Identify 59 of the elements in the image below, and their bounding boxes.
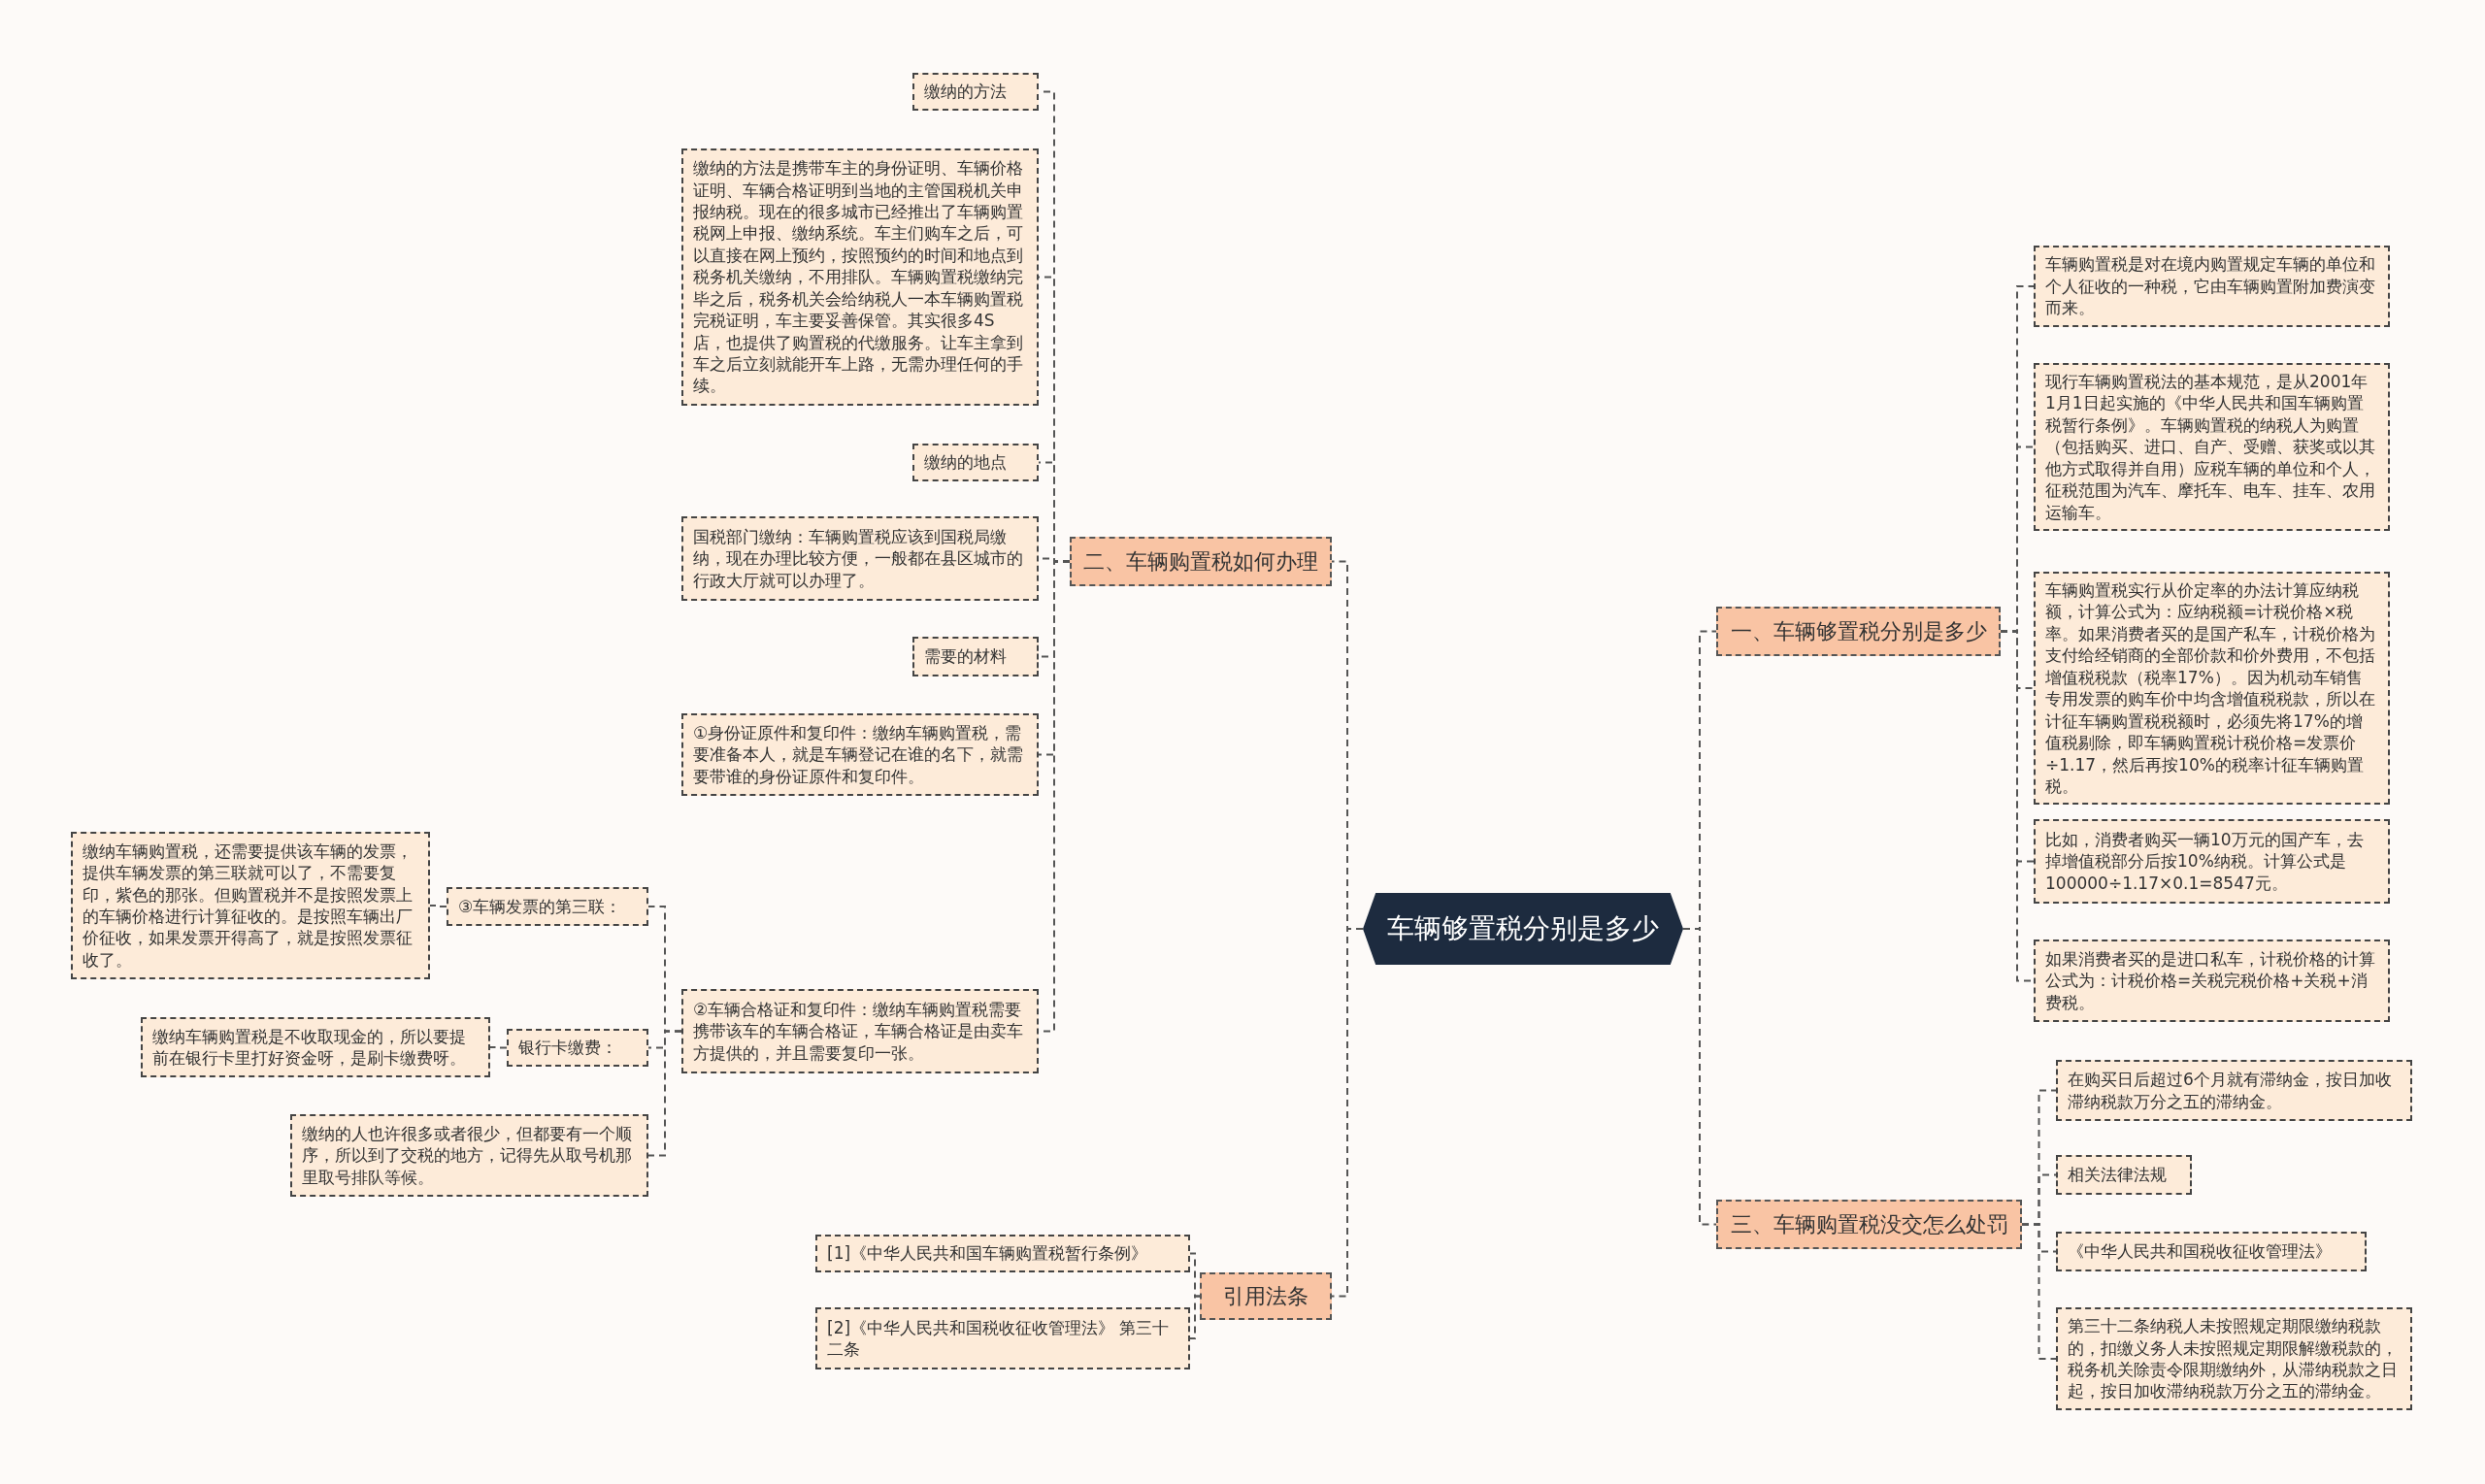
topic-box bbox=[71, 832, 430, 979]
topic-box bbox=[681, 989, 1039, 1073]
topic-text: 比如，消费者购买一辆10万元的国产车，去掉增值税部分后按10%纳税。计算公式是100000÷1.17×0.1=8547元。 bbox=[2045, 828, 2365, 895]
topic-text: 一、车辆够置税分别是多少 bbox=[1730, 617, 1987, 645]
topic-text: 缴纳车辆购置税，还需要提供该车辆的发票，提供车辆发票的第三联就可以了，不需要复印，紫色的那张。但购置税并不是按照发票上的车辆价格进行计算征收的。是按照车辆出厂价征收，如果发票开得高了，就是按照发票征收了。 bbox=[83, 840, 414, 972]
branch-topic-box bbox=[1070, 537, 1332, 586]
topic-box bbox=[2034, 940, 2390, 1022]
topic-box bbox=[2034, 246, 2390, 327]
topic-box bbox=[912, 444, 1039, 481]
connector-line bbox=[647, 1030, 682, 1157]
topic-box bbox=[447, 887, 648, 926]
topic-box bbox=[141, 1017, 490, 1077]
topic-box bbox=[2056, 1307, 2412, 1410]
topic-text: 缴纳的人也许很多或者很少，但都要有一个顺序，所以到了交税的地方，记得先从取号机那里取号排队等候。 bbox=[302, 1122, 633, 1189]
topic-box bbox=[815, 1307, 1190, 1369]
topic-box bbox=[290, 1114, 648, 1197]
branch-topic-box bbox=[1716, 607, 2001, 656]
topic-text: 车辆购置税是对在境内购置规定车辆的单位和个人征收的一种税，它由车辆购置附加费演变而来。 bbox=[2045, 253, 2376, 319]
topic-text: 引用法条 bbox=[1223, 1282, 1309, 1310]
topic-box bbox=[815, 1235, 1190, 1272]
branch-topic-box bbox=[1200, 1272, 1332, 1320]
topic-box bbox=[912, 637, 1039, 676]
topic-text: 缴纳的方法是携带车主的身份证明、车辆价格证明、车辆合格证明到当地的主管国税机关申报纳税。现在的很多城市已经推出了车辆购置税网上申报、缴纳系统。车主们购车之后，可以直接在网上预约，按照预约的时间和地点到税务机关缴纳，不用排队。车辆购置税缴纳完毕之后，税务机关会给纳税人一本车辆购置税完税证明，车主要妥善保管。其实很多4S店，也提供了购置税的代缴服务。让车主拿到车之后立刻就能开车上路，无需办理任何的手续。 bbox=[693, 157, 1024, 397]
connector-line bbox=[1189, 1295, 1201, 1339]
topic-text: 缴纳车辆购置税是不收取现金的，所以要提前在银行卡里打好资金呀，是刷卡缴费呀。 bbox=[152, 1025, 467, 1070]
topic-text: 三、车辆购置税没交怎么处罚 bbox=[1730, 1210, 2008, 1238]
topic-box bbox=[507, 1029, 648, 1067]
topic-text: 银行卡缴费： bbox=[518, 1037, 618, 1059]
topic-box bbox=[681, 516, 1039, 601]
topic-text: ①身份证原件和复印件：缴纳车辆购置税，需要准备本人，就是车辆登记在谁的名下，就需要带谁的身份证原件和复印件。 bbox=[693, 721, 1024, 788]
topic-text: 现行车辆购置税法的基本规范，是从2001年1月1日起实施的《中华人民共和国车辆购置税暂行条例》。车辆购置税的纳税人为购置（包括购买、进口、自产、受赠、获奖或以其他方式取得并自用）应税车辆的单位和个人，征税范围为汽车、摩托车、电车、挂车、农用运输车。 bbox=[2045, 371, 2376, 524]
topic-text: 车辆够置税分别是多少 bbox=[1387, 911, 1659, 946]
topic-text: 二、车辆购置税如何办理 bbox=[1083, 547, 1318, 576]
topic-text: 需要的材料 bbox=[924, 645, 1008, 668]
topic-box bbox=[2056, 1060, 2412, 1121]
connector-line bbox=[2021, 1223, 2057, 1360]
topic-text: 《中华人民共和国税收征收管理法》 bbox=[2068, 1240, 2333, 1263]
topic-box bbox=[2034, 363, 2390, 532]
topic-text: 国税部门缴纳：车辆购置税应该到国税局缴纳，现在办理比较方便，一般都在县区城市的行政大厅就可以办理了。 bbox=[693, 525, 1024, 592]
topic-box bbox=[912, 73, 1039, 111]
topic-box bbox=[2056, 1232, 2367, 1271]
topic-text: 缴纳的方法 bbox=[924, 81, 1008, 103]
topic-box bbox=[2056, 1155, 2192, 1195]
topic-box bbox=[681, 713, 1039, 796]
topic-box bbox=[2034, 819, 2390, 904]
topic-text: 相关法律法规 bbox=[2068, 1164, 2168, 1186]
topic-text: [2]《中华人民共和国税收征收管理法》 第三十二条 bbox=[827, 1316, 1171, 1361]
topic-text: 在购买日后超过6个月就有滞纳金，按日加收滞纳税款万分之五的滞纳金。 bbox=[2068, 1069, 2393, 1112]
topic-text: 缴纳的地点 bbox=[924, 451, 1008, 474]
topic-text: ②车辆合格证和复印件：缴纳车辆购置税需要携带该车的车辆合格证，车辆合格证是由卖车方提供的，并且需要复印一张。 bbox=[693, 998, 1024, 1065]
topic-text: 第三十二条纳税人未按照规定期限缴纳税款的，扣缴义务人未按照规定期限解缴税款的，税务机关除责令限期缴纳外，从滞纳税款之日起，按日加收滞纳税款万分之五的滞纳金。 bbox=[2068, 1315, 2399, 1402]
topic-text: 如果消费者买的是进口私车，计税价格的计算公式为：计税价格=关税完税价格+关税+消费税。 bbox=[2045, 947, 2376, 1014]
connector-line bbox=[429, 905, 447, 907]
branch-topic-box bbox=[1716, 1200, 2022, 1249]
topic-text: [1]《中华人民共和国车辆购置税暂行条例》 bbox=[827, 1242, 1149, 1265]
topic-text: ③车辆发票的第三联： bbox=[458, 895, 623, 918]
connector-line bbox=[1682, 928, 1717, 1226]
connector-line bbox=[489, 1046, 508, 1049]
topic-text: 车辆购置税实行从价定率的办法计算应纳税额，计算公式为：应纳税额=计税价格×税率。如果消费者买的是国产私车，计税价格为支付给经销商的全部价款和价外费用，不包括增值税税款（税率17%）。因为机动车销售专用发票的购车价中均含增值税税款，所以在计征车辆购置税税额时，必须先将17%的增值税剔除，即车辆购置税计税价格=发票价÷1.17，然后再按10%的税率计征车辆购置税。 bbox=[2045, 579, 2376, 798]
